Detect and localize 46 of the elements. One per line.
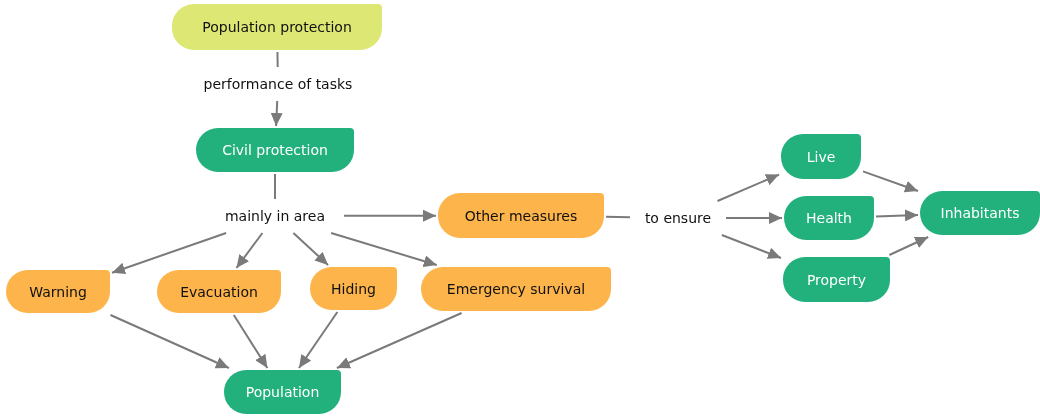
process-box [784, 196, 874, 240]
process-box [920, 191, 1040, 235]
arrow [335, 312, 463, 369]
arrow [292, 232, 330, 266]
arrow [343, 209, 437, 222]
box-label: Civil protection [222, 142, 328, 158]
arrow [330, 232, 438, 267]
arrow [109, 314, 230, 369]
flow-label: performance of tasks [188, 73, 368, 95]
box-label: Warning [29, 283, 87, 300]
flow-label: to ensure [636, 207, 720, 229]
process-box [172, 4, 382, 50]
box-label: Emergency survival [446, 281, 586, 297]
box-label: Health [806, 210, 852, 226]
box-label: Population protection [202, 19, 352, 35]
arrow [720, 234, 782, 259]
process-box [224, 370, 341, 414]
process-box [196, 128, 354, 172]
process-box [783, 257, 890, 302]
process-box [157, 270, 281, 313]
flow-label: mainly in area [212, 205, 338, 227]
arrow [862, 170, 919, 193]
box-label: Other measures [464, 207, 578, 224]
box-label: Property [806, 271, 867, 288]
process-box [6, 270, 110, 313]
arrow [297, 311, 339, 369]
arrow [111, 232, 228, 275]
arrow [716, 173, 780, 202]
box-label: Population [245, 384, 320, 400]
arrow [875, 209, 919, 222]
process-box [310, 267, 397, 310]
connector-line [276, 51, 279, 68]
arrow [235, 232, 264, 269]
process-box [781, 134, 861, 179]
arrow [888, 236, 930, 256]
box-label: Live [806, 148, 836, 165]
connector-line [274, 173, 276, 200]
arrow [270, 100, 283, 127]
process-box [438, 193, 604, 238]
box-label: Evacuation [180, 283, 258, 300]
box-label: Inhabitants [940, 205, 1020, 221]
connector-line [605, 215, 631, 219]
process-box [421, 267, 611, 311]
box-label: Hiding [331, 280, 376, 297]
arrow [232, 314, 269, 369]
arrow [725, 212, 783, 224]
